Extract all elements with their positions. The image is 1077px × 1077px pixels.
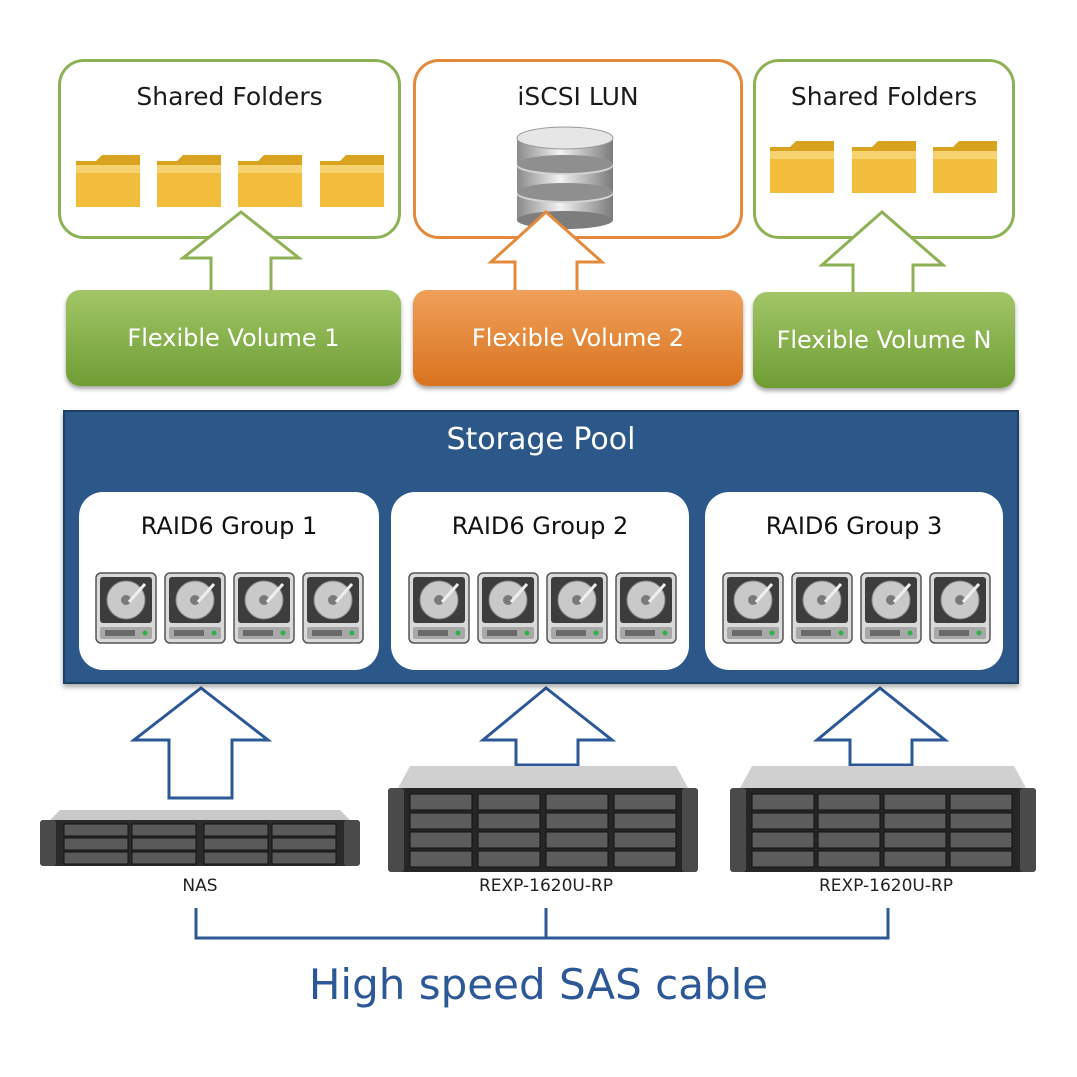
raid-group-1-title: RAID6 Group 1 bbox=[140, 512, 318, 540]
iscsi-lun-title: iSCSI LUN bbox=[517, 82, 639, 111]
sas-cable-title: High speed SAS cable bbox=[308, 960, 769, 1009]
flexible-volume-2: Flexible Volume 2 bbox=[413, 290, 743, 386]
database-icon bbox=[516, 126, 614, 229]
raid-group-3-title: RAID6 Group 3 bbox=[765, 512, 943, 540]
up-arrow-icon bbox=[478, 686, 617, 767]
flexible-volume-n: Flexible Volume N bbox=[753, 292, 1015, 388]
rexp-server-icon-2 bbox=[730, 766, 1036, 872]
flexible-volume-1-label: Flexible Volume 1 bbox=[127, 324, 340, 352]
storage-pool-title: Storage Pool bbox=[446, 422, 636, 457]
rexp-server-icon-1 bbox=[388, 766, 698, 872]
folder-icon bbox=[320, 155, 384, 207]
nas-server-icon bbox=[40, 810, 360, 866]
flexible-volume-1: Flexible Volume 1 bbox=[66, 290, 401, 386]
flexible-volume-n-label: Flexible Volume N bbox=[776, 326, 992, 354]
folder-icon bbox=[157, 155, 221, 207]
sas-cable-line bbox=[194, 908, 890, 940]
up-arrow-icon bbox=[129, 686, 273, 800]
flexible-volume-2-label: Flexible Volume 2 bbox=[471, 324, 685, 352]
folder-icon bbox=[238, 155, 302, 207]
server-label-rexp-1: REXP-1620U-RP bbox=[478, 876, 614, 896]
folder-icon bbox=[76, 155, 140, 207]
folder-icon bbox=[933, 141, 997, 193]
shared-folders-title-1: Shared Folders bbox=[136, 82, 323, 111]
up-arrow-icon bbox=[812, 686, 950, 767]
server-label-nas: NAS bbox=[182, 876, 218, 896]
folder-icon bbox=[852, 141, 916, 193]
folder-icon bbox=[770, 141, 834, 193]
server-label-rexp-2: REXP-1620U-RP bbox=[818, 876, 954, 896]
shared-folders-box-1: Shared Folders bbox=[58, 59, 401, 239]
raid-group-2-title: RAID6 Group 2 bbox=[451, 512, 629, 540]
shared-folders-title-2: Shared Folders bbox=[790, 82, 978, 111]
